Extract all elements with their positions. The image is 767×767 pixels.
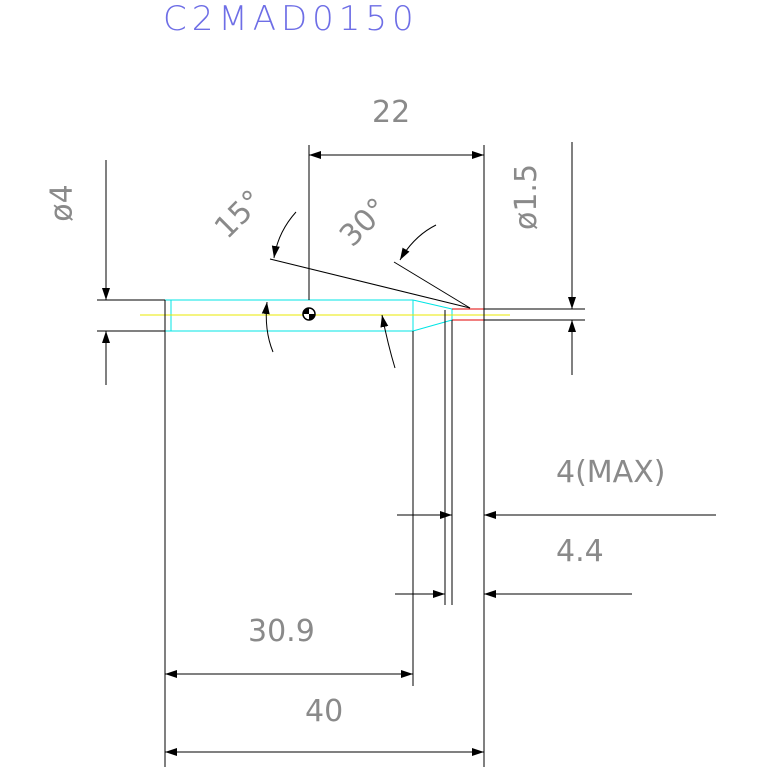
tool-body (165, 299, 453, 332)
dim-body-length: 30.9 (248, 614, 315, 649)
dim-tip-diameter: ø1.5 (509, 163, 545, 231)
dim-tip-max: 4(MAX) (556, 455, 666, 490)
center-mark-icon (302, 307, 316, 321)
dim-total-length: 40 (305, 694, 344, 729)
dimension-lines (102, 142, 716, 756)
dim-shank-diameter: ø4 (44, 184, 80, 222)
dim-top-length: 22 (372, 95, 411, 130)
drawing-title: C2MAD0150 (163, 0, 419, 39)
dim-tip-length: 4.4 (556, 534, 604, 569)
extension-lines (97, 145, 585, 767)
